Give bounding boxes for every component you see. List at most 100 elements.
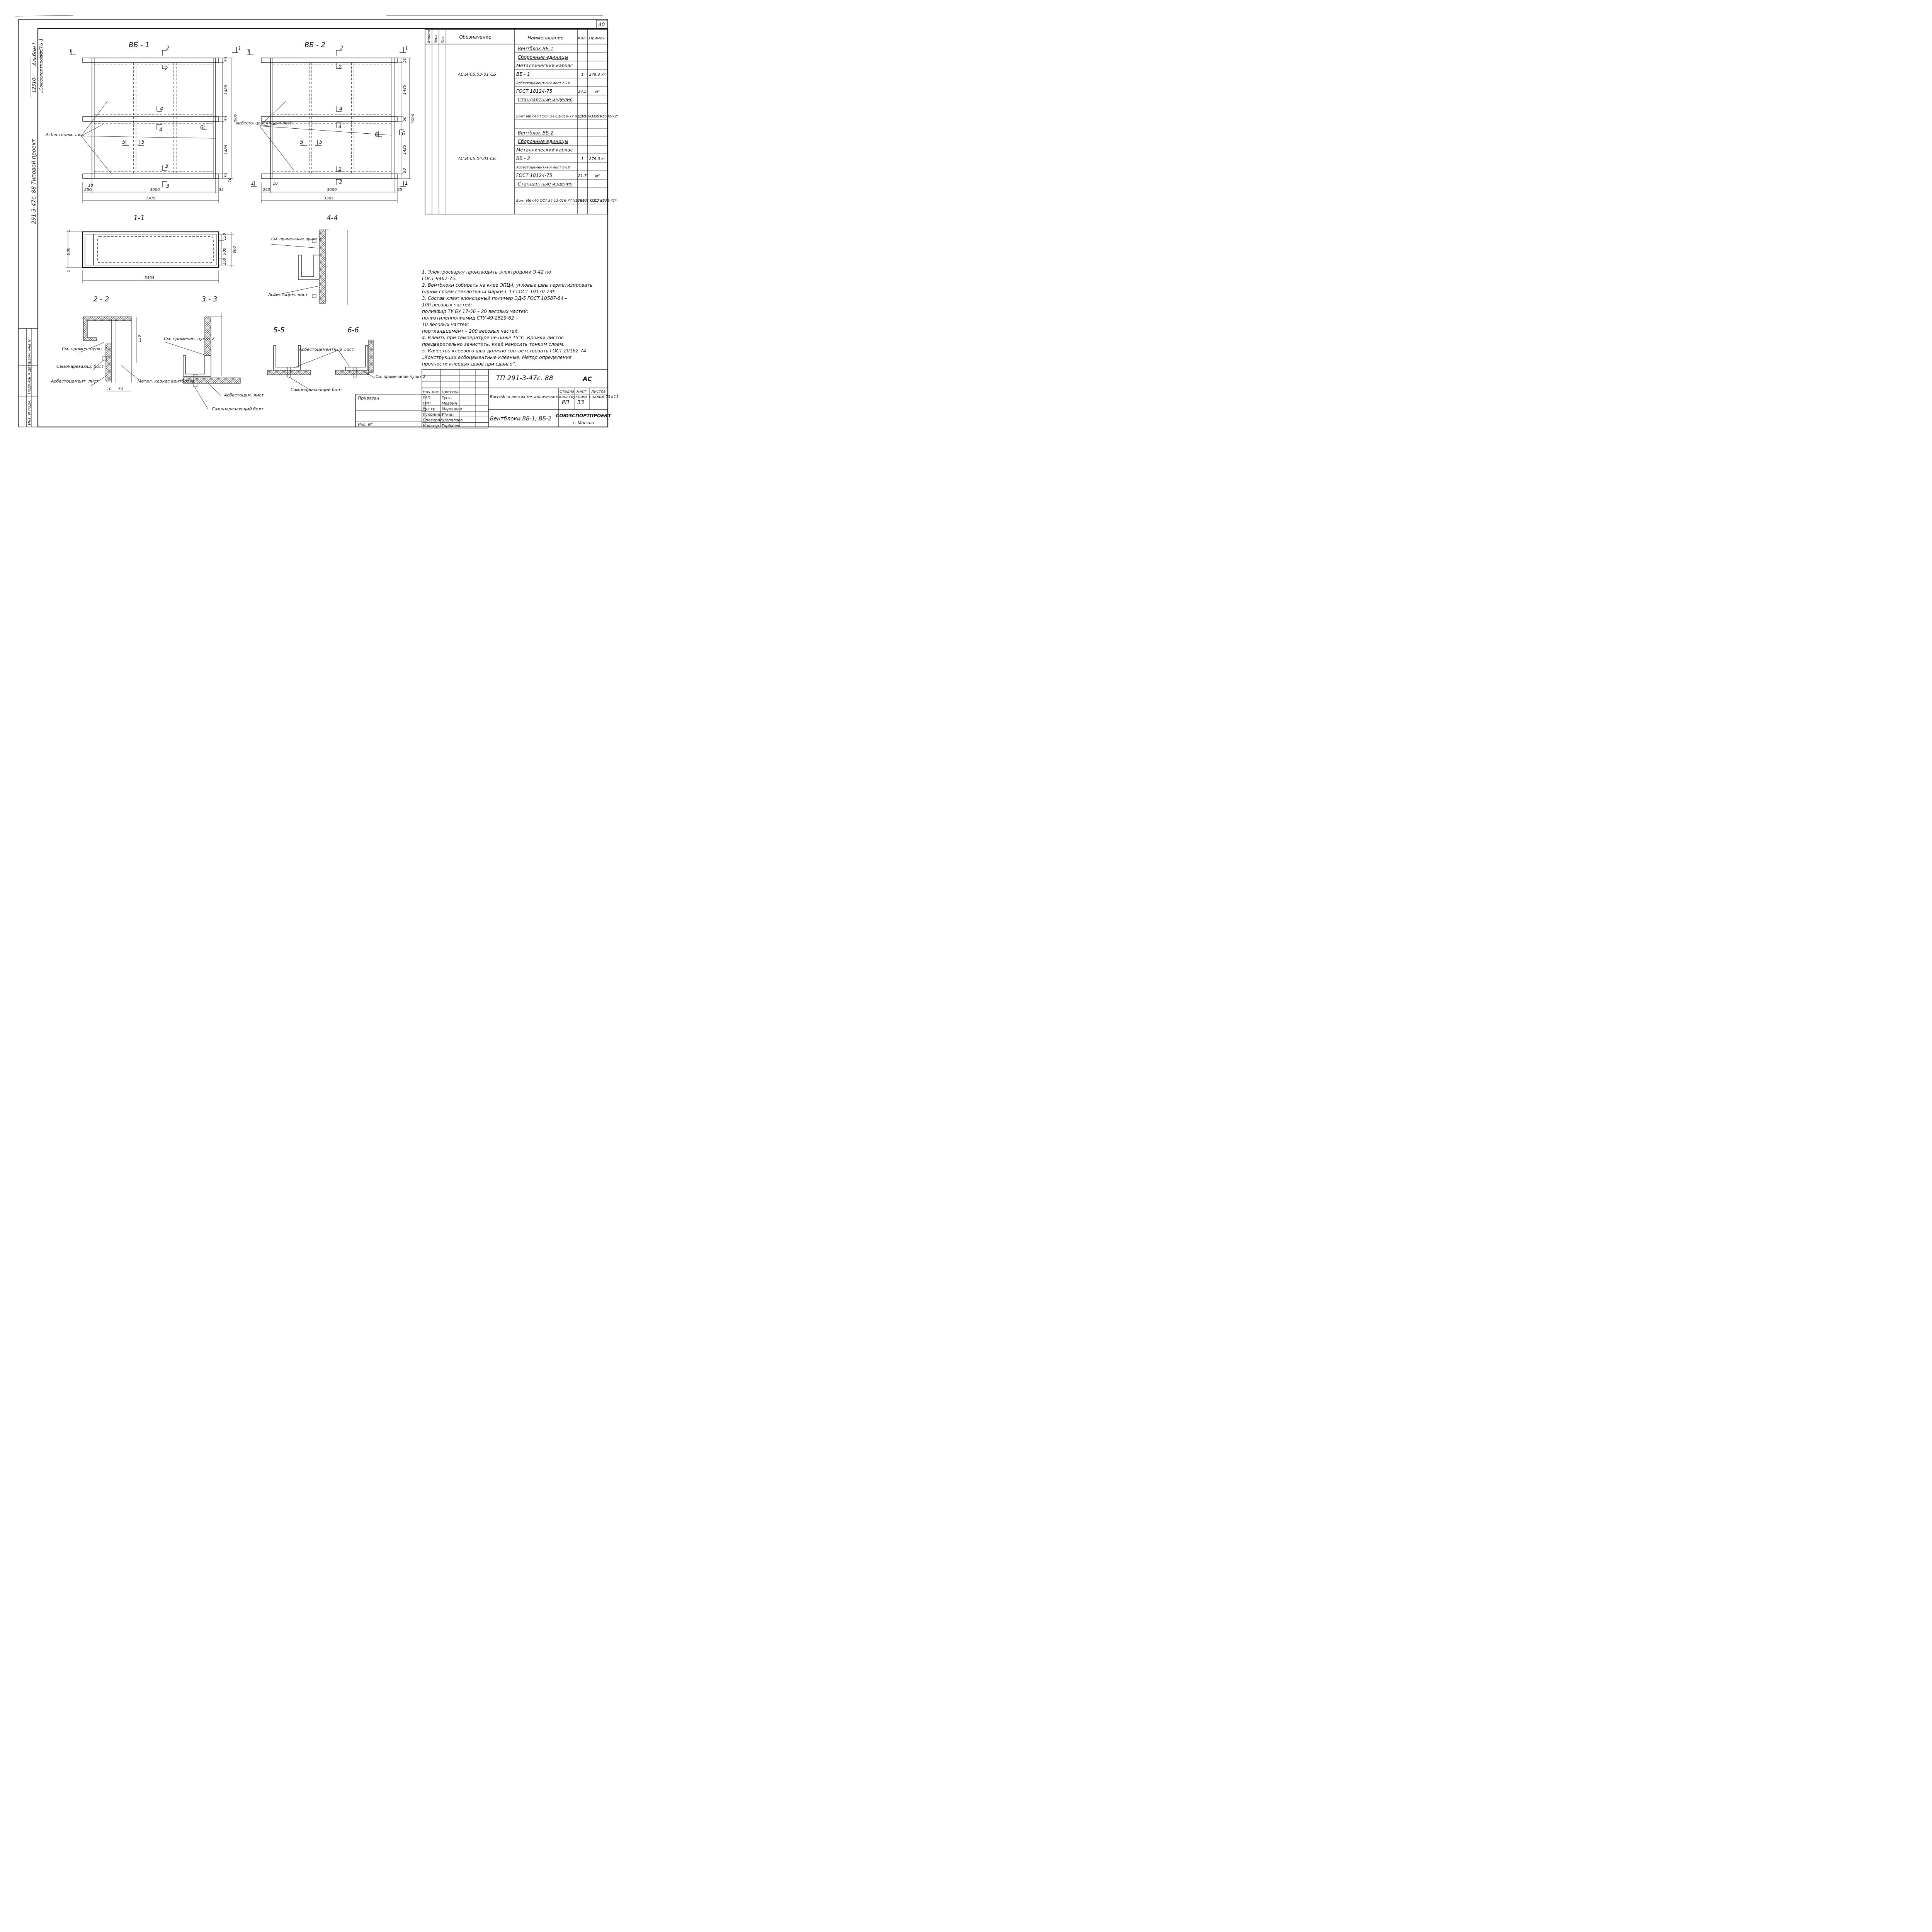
vb1-dim-m4: 10 [228,177,232,182]
s22-note: См. примеч. пункт 2 [62,346,107,351]
tb-code: ТП 291-3-47с. 88 [496,374,553,382]
vb1-dim-h2: 1485 [224,145,228,155]
note-line: одним слоем стеклоткани марки Т-13 ГОСТ … [422,289,556,294]
vb2-dim-h1: 1485 [403,85,407,95]
cut2-2b: 2 [338,65,342,70]
section-5-5: 5-5 Самонарезающий болт [267,326,343,392]
note-line: 3. Состав клея: эпоксидный полимер ЭД-5 … [422,296,567,301]
staff-role: Исполнил [423,413,443,417]
cut2-1c: 1 [251,180,254,186]
col-inv: Инв. N подл. [27,400,32,425]
vb2-dim-h2: 1425 [403,145,407,155]
s22-d50: 50 [118,387,123,391]
tb-drawing: Вентблоки ВБ-1; ВБ-2 [490,416,551,422]
section-4-4: 4-4 См. примечание пункт 2 Асбестоцем. л… [268,214,348,305]
spec-designation: АС.И-05.04.01 СБ [457,156,496,161]
s55-title: 5-5 [273,326,284,334]
vb2-title: ВБ - 2 [304,41,325,49]
vb1-dim-m3: 50 [224,173,228,178]
tb-mark: АС [582,375,592,383]
spec-name: Вентблок ВБ-1 [518,46,553,51]
vb1-dim-inner: 3000 [150,188,160,192]
s44-sheet: Асбестоцем. лист [268,292,308,297]
s11-d3: 150 [223,258,227,265]
note-line: прочности клеевых швов при сдвиге“. [422,361,516,367]
side-album: Альбом I [32,43,38,66]
s66-note: См. примечание пункт 2 [376,375,425,379]
s11-t1: 5 [66,230,71,232]
vb2-dim-m1: 50 [403,58,407,63]
spec-name: Стандартные изделия [518,181,573,187]
note-line: 5. Качество клеевого шва должно соответс… [422,348,586,354]
spec-note: 279,3 кг [589,73,606,77]
cut-1a: 1 [69,49,72,55]
tb-stage-label: Стадия [560,389,574,394]
spec-note: 0,05 кг [590,114,605,119]
cut2-2d: 2 [339,180,342,185]
spec-name: Металлический каркас [516,147,573,153]
staff-role: Нач.мас. [423,390,440,395]
note-line: ГОСТ 9467-75. [422,276,457,281]
spec-name: ВБ - 1 [516,71,530,77]
drawing-sheet: 40 Альбом I Часть 1 12310- „Союзспортпро… [15,15,618,429]
vb2-dim-inner: 3000 [327,188,337,192]
spec-name: Сборочные единицы [518,54,568,60]
staff-role: Н.контр. [423,424,440,428]
cut-2a: 2 [166,45,169,51]
cut2-5a: 5 [300,139,303,145]
note-line: полиэтиленполиамид СТУ 49-2529-62 – [422,315,518,321]
cut2-1d: 1 [405,180,408,186]
note-line: 2. Вентблоки собирать на клее ЭПЦ-I, угл… [422,282,592,288]
spec-name: Асбестоцементный лист δ-10 [516,166,570,170]
section-2-2: 2 - 2 150 10 50 См. примеч. пункт 2 Само… [51,295,195,391]
vb1-dim-overall: 3305 [145,196,155,201]
spec-table: Формат Зона Поз. Обозначение Наименовани… [425,29,618,214]
spec-note: 279,3 кг [589,157,606,161]
cut-3b: 3 [166,184,169,189]
spec-qty: 1 [581,157,583,161]
cut2-4a: 4 [339,106,342,112]
staff-name: Маврин [442,401,457,406]
staff-role: ГИП [423,401,431,406]
note-line: 10 весовых частей; [422,322,469,327]
vb1-dim-m2: 50 [224,116,228,121]
spec-name: Сборочные единицы [518,139,568,144]
s44-note: См. примечание пункт 2 [271,237,321,242]
note-line: портландцемент – 200 весовых частей. [422,328,519,334]
s55-sheet: Асбестоцементный лист [299,347,354,352]
spec-note: м² [595,174,600,178]
staff-role: ГАП [423,396,430,400]
spec-designation: АС.И-05.03-01 СБ [457,72,496,77]
s44-title: 4-4 [327,214,338,222]
cut2-2c: 2 [338,167,342,172]
tb-stage: РП [562,400,569,406]
s11-d1: 150 [223,233,227,240]
col-replace: Взам. инв.N [27,339,32,363]
spec-name: Вентблок ВБ-2 [518,130,553,136]
cut-1b: 1 [238,46,241,52]
vb1-dim-ten-a: 10 [88,184,93,188]
staff-name: Цветков [442,390,459,395]
vb1-dim-height: 3000 [233,114,238,124]
cut-2b: 2 [165,66,168,72]
s66-title: 6-6 [347,326,359,334]
spec-name: Болт М6×40 ГОСТ 34-13-016-77 Х18Н10Т ГОС… [516,115,618,119]
spec-head-des: Обозначение [459,34,491,40]
s11-width: 3305 [145,276,154,280]
spec-head-note: Примеч. [589,36,605,41]
cut-5b: 5 [141,139,145,145]
cut2-4b: 4 [338,124,342,130]
section-1-1: 1-1 900 5 5 150 500 150 800 3305 [66,214,237,283]
spec-qty: 116 [578,114,586,119]
s33-bolt: Самонарезающий болт [212,406,264,412]
spec-qty: 24,5 [578,90,587,94]
spec-name: Асбестоцементный лист δ-10 [516,82,570,85]
spec-name: ВБ - 2 [516,156,530,161]
vb1-dim-m1: 50 [224,57,228,62]
cut-3a: 3 [165,163,168,169]
staff-name: Гунст [442,396,454,400]
s11-title: 1-1 [133,214,145,222]
spec-name: Болт М6×40 ОСТ 34-13-016-77 Х18Н10Т ГОСТ… [516,199,617,203]
sheet-number: 40 [599,22,605,28]
tb-org: СОЮЗСПОРТПРОЕКТ [556,413,612,418]
